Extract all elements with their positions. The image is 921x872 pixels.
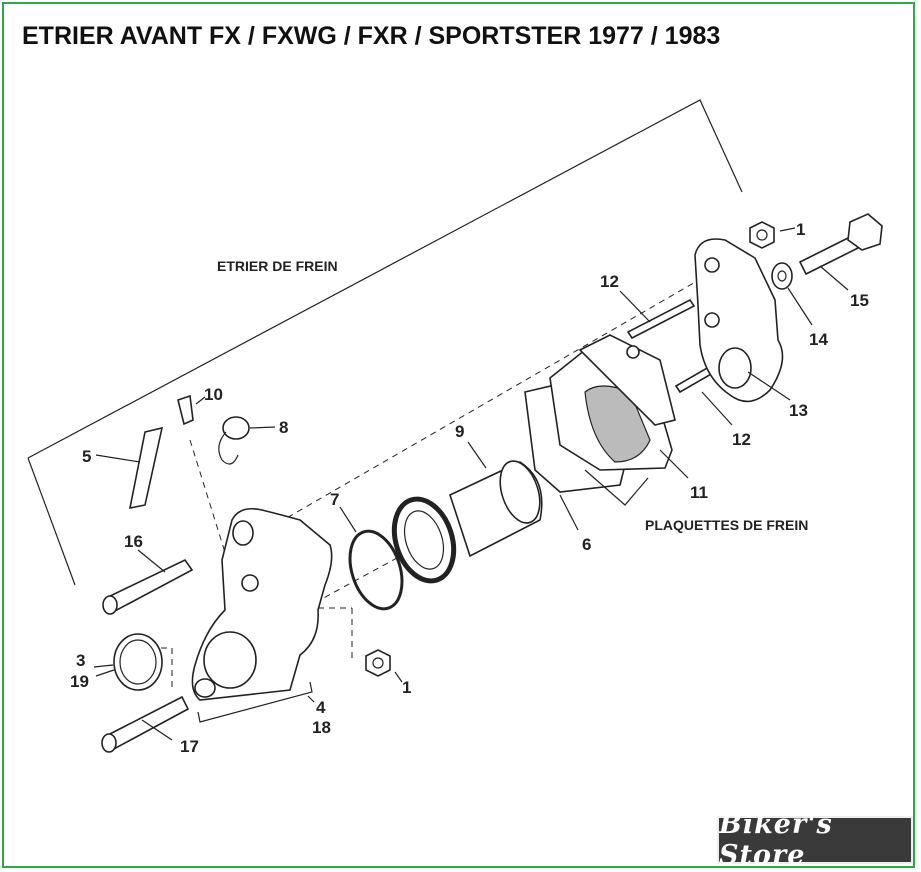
bracket-hole-top xyxy=(704,257,720,273)
leader-1-top xyxy=(779,227,796,232)
callout-18: 18 xyxy=(312,718,331,737)
callout-13: 13 xyxy=(789,401,808,420)
leader-5 xyxy=(95,454,141,463)
callout-6: 6 xyxy=(582,535,591,554)
callout-8: 8 xyxy=(279,418,288,437)
leader-8 xyxy=(249,426,276,429)
caliper-pin-hole xyxy=(194,678,216,698)
leader-11 xyxy=(659,449,689,479)
callout-11: 11 xyxy=(690,483,708,502)
caliper-lower-bore xyxy=(203,631,257,689)
callout-17: 17 xyxy=(180,737,199,756)
callout-19: 19 xyxy=(70,672,89,691)
dust-cover-inner xyxy=(119,639,157,685)
leader-12-top xyxy=(619,290,651,323)
leader-6 xyxy=(559,494,579,531)
leader-13 xyxy=(747,371,791,401)
o-ring xyxy=(348,529,404,611)
bleeder-cap xyxy=(222,416,250,440)
callout-12-top: 12 xyxy=(600,272,619,291)
nut-top xyxy=(749,221,775,249)
leader-12-bottom xyxy=(701,391,733,426)
mounting-pin-upper-end xyxy=(102,595,118,615)
leader-3 xyxy=(93,664,114,668)
callout-14: 14 xyxy=(809,330,828,349)
caliper-group-bracket xyxy=(27,99,743,459)
caliper-group-label: ETRIER DE FREIN xyxy=(217,258,338,274)
mounting-bracket xyxy=(694,238,784,403)
callout-5: 5 xyxy=(82,447,91,466)
bolt-head xyxy=(847,213,883,251)
callout-9: 9 xyxy=(455,422,464,441)
pad-backing-hole xyxy=(626,345,640,359)
callout-16: 16 xyxy=(124,532,143,551)
washer-hole xyxy=(777,270,787,282)
caliper-upper-bore xyxy=(232,520,254,546)
watermark-text: Biker's Store xyxy=(719,809,833,871)
leader-1-bottom xyxy=(394,671,403,683)
callout-3: 3 xyxy=(76,651,85,670)
piston-face xyxy=(499,460,541,524)
washer xyxy=(771,262,793,290)
caliper-group-bracket-left xyxy=(27,457,76,586)
callout-4: 4 xyxy=(316,698,326,717)
callout-10: 10 xyxy=(204,385,223,404)
pad-spring xyxy=(128,426,164,510)
pad-backing-plate xyxy=(578,334,676,426)
bracket-hole-mid xyxy=(704,312,720,328)
store-watermark: Biker's Store xyxy=(717,809,913,871)
nut-bottom-hole xyxy=(372,657,384,669)
callout-7: 7 xyxy=(330,490,339,509)
brake-pad-lining xyxy=(584,385,651,463)
leader-19 xyxy=(95,669,115,677)
leader-10 xyxy=(195,396,206,405)
mounting-pin-upper xyxy=(104,558,194,614)
bleeder-cap-strap xyxy=(218,431,239,465)
leader-17 xyxy=(141,719,173,741)
leader-15 xyxy=(819,265,849,291)
body-group-bracket xyxy=(197,681,313,723)
nut-bottom xyxy=(365,649,391,677)
callout-12-bottom: 12 xyxy=(732,430,751,449)
piston-seal-inner xyxy=(403,510,445,570)
piston-seal xyxy=(391,496,457,584)
mounting-pin-lower-end xyxy=(101,733,117,753)
nut-top-hole xyxy=(756,229,768,241)
pads-group-bracket xyxy=(584,469,649,506)
pads-group-label: PLAQUETTES DE FREIN xyxy=(645,517,808,533)
pad-pin-upper xyxy=(626,298,696,340)
dust-cover xyxy=(113,633,163,691)
bleeder-axis xyxy=(189,439,233,576)
leader-16 xyxy=(137,549,166,573)
callout-1-bottom: 1 xyxy=(402,678,411,697)
callout-15: 15 xyxy=(850,291,869,310)
caliper-bleeder-port xyxy=(241,574,259,592)
leader-4 xyxy=(307,695,315,703)
leader-9 xyxy=(467,441,487,469)
leader-7 xyxy=(339,506,357,533)
bracket-hole-bottom xyxy=(718,347,752,389)
page-title: ETRIER AVANT FX / FXWG / FXR / SPORTSTER… xyxy=(22,22,721,50)
leader-14 xyxy=(787,287,813,326)
bleeder-screw xyxy=(177,394,194,426)
callout-1-top: 1 xyxy=(796,220,805,239)
